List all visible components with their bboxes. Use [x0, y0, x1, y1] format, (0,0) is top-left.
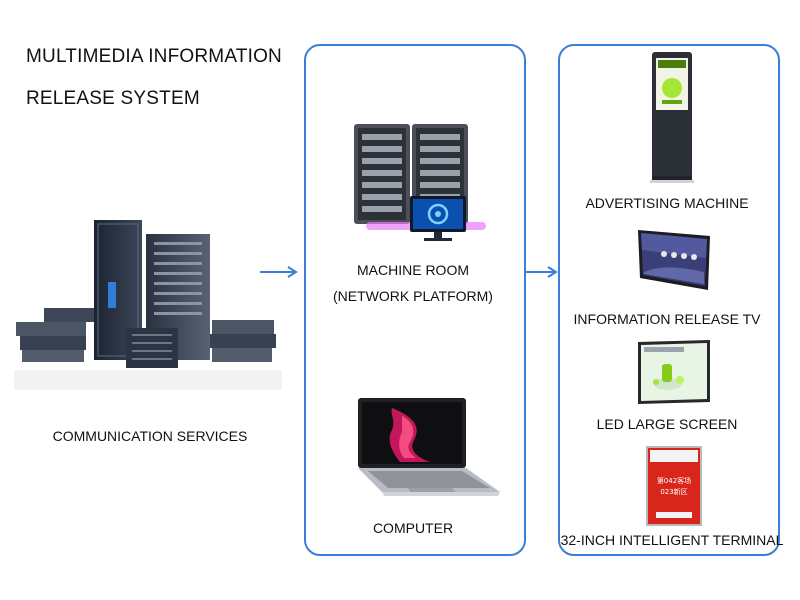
communication-services-label: COMMUNICATION SERVICES [52, 428, 248, 444]
diagram-title-line-1: MULTIMEDIA INFORMATION [26, 46, 282, 67]
laptop-icon [358, 398, 500, 496]
machine-room-label: MACHINE ROOM [357, 262, 469, 278]
intelligent-terminal-label: 32-INCH INTELLIGENT TERMINAL [560, 532, 784, 548]
computer-label: COMPUTER [372, 520, 454, 536]
advertising-machine-icon [650, 52, 694, 183]
information-release-tv-label: INFORMATION RELEASE TV [573, 311, 761, 327]
machine-room-icon [354, 124, 486, 241]
information-release-tv-icon [638, 230, 710, 290]
led-large-screen-label: LED LARGE SCREEN [596, 416, 738, 432]
terminal-screen-text-1: 第042客场 [656, 477, 692, 485]
diagram-title-line-2: RELEASE SYSTEM [26, 88, 200, 109]
arrow-to-platform [260, 266, 298, 278]
led-large-screen-icon [638, 340, 710, 404]
server-cluster-icon [14, 220, 282, 390]
terminal-screen-text-2: 023新区 [660, 488, 688, 496]
advertising-machine-label: ADVERTISING MACHINE [585, 195, 749, 211]
network-platform-label: (NETWORK PLATFORM) [333, 288, 493, 304]
arrow-to-terminals [524, 266, 558, 278]
intelligent-terminal-icon: 第042客场 023新区 [646, 446, 702, 526]
